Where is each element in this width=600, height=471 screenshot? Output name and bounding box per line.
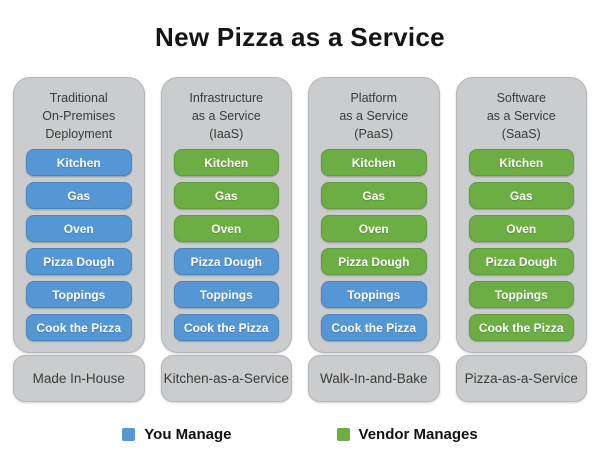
you-manage-swatch-icon	[122, 428, 136, 441]
footer-walk-in-and-bake: Walk-In-and-Bake	[308, 355, 440, 402]
item-kitchen: Kitchen	[173, 149, 279, 176]
column-header: Infrastructure as a Service (IaaS)	[189, 91, 264, 141]
item-toppings: Toppings	[26, 281, 132, 308]
column-saas: Software as a Service (SaaS) Kitchen Gas…	[455, 77, 587, 353]
item-oven: Oven	[468, 215, 574, 242]
item-toppings: Toppings	[321, 281, 427, 308]
legend-item-vendor-manages: Vendor Manages	[336, 426, 478, 443]
item-gas: Gas	[26, 182, 132, 209]
item-pizza-dough: Pizza Dough	[321, 248, 427, 275]
item-kitchen: Kitchen	[468, 149, 574, 176]
diagram-title: New Pizza as a Service	[155, 22, 445, 52]
item-gas: Gas	[173, 182, 279, 209]
column-iaas: Infrastructure as a Service (IaaS) Kitch…	[160, 77, 292, 353]
column-traditional-on-premises: Traditional On-Premises Deployment Kitch…	[13, 77, 145, 353]
item-kitchen: Kitchen	[321, 149, 427, 176]
footer-label-row: Made In-House Kitchen-as-a-Service Walk-…	[13, 355, 587, 402]
footer-made-in-house: Made In-House	[13, 355, 145, 402]
item-cook-the-pizza: Cook the Pizza	[173, 314, 279, 341]
footer-kitchen-as-a-service: Kitchen-as-a-Service	[160, 355, 292, 402]
column-header: Platform as a Service (PaaS)	[339, 91, 409, 141]
service-model-columns: Traditional On-Premises Deployment Kitch…	[13, 77, 587, 353]
item-oven: Oven	[321, 215, 427, 242]
item-gas: Gas	[468, 182, 574, 209]
vendor-manages-swatch-icon	[336, 428, 350, 441]
item-pizza-dough: Pizza Dough	[468, 248, 574, 275]
item-oven: Oven	[26, 215, 132, 242]
item-pizza-dough: Pizza Dough	[26, 248, 132, 275]
item-toppings: Toppings	[468, 281, 574, 308]
legend-label: You Manage	[144, 426, 232, 443]
legend-item-you-manage: You Manage	[122, 426, 232, 443]
item-gas: Gas	[321, 182, 427, 209]
column-header: Traditional On-Premises Deployment	[42, 91, 116, 141]
item-cook-the-pizza: Cook the Pizza	[468, 314, 574, 341]
item-cook-the-pizza: Cook the Pizza	[26, 314, 132, 341]
item-toppings: Toppings	[173, 281, 279, 308]
legend: You Manage Vendor Manages	[0, 426, 600, 443]
legend-label: Vendor Manages	[358, 426, 478, 443]
item-oven: Oven	[173, 215, 279, 242]
item-pizza-dough: Pizza Dough	[173, 248, 279, 275]
column-header: Software as a Service (SaaS)	[486, 91, 556, 141]
item-kitchen: Kitchen	[26, 149, 132, 176]
item-cook-the-pizza: Cook the Pizza	[321, 314, 427, 341]
column-paas: Platform as a Service (PaaS) Kitchen Gas…	[308, 77, 440, 353]
footer-pizza-as-a-service: Pizza-as-a-Service	[455, 355, 587, 402]
